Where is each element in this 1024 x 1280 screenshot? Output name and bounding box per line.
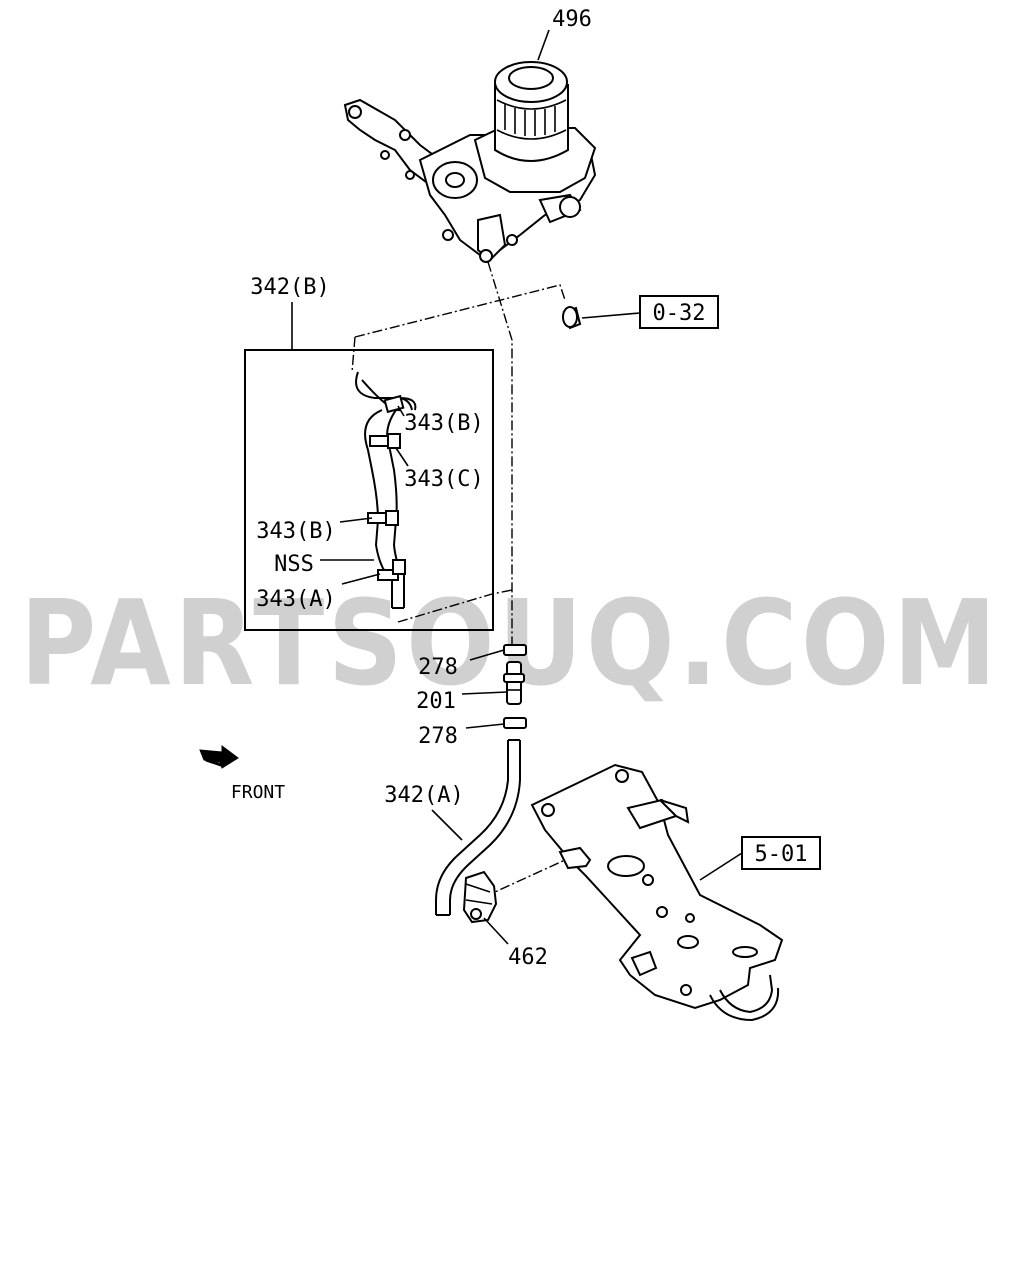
callout-342b[interactable]: 342(B) <box>250 275 329 300</box>
callout-343a[interactable]: 343(A) <box>256 587 335 612</box>
ref-5-01[interactable]: 5-01 <box>755 842 808 867</box>
washer-278-low[interactable] <box>503 717 527 729</box>
callout-343b-low[interactable]: 343(B) <box>256 519 335 544</box>
leader-496 <box>537 29 550 61</box>
callout-343b-top[interactable]: 343(B) <box>404 411 483 436</box>
washer-278-top[interactable] <box>503 644 527 656</box>
leader-343b-low <box>339 517 373 523</box>
route-line-clip <box>483 859 566 898</box>
plug-0-32[interactable] <box>562 306 582 330</box>
ref-box-0-32 <box>639 295 719 329</box>
leader-278-low <box>465 723 505 729</box>
clip-462[interactable] <box>462 870 498 924</box>
route-line-main <box>487 261 513 648</box>
ref-0-32[interactable]: 0-32 <box>653 301 706 326</box>
kit-box-342b <box>244 349 494 631</box>
leader-201 <box>461 691 508 695</box>
callout-278-top[interactable]: 278 <box>418 655 458 680</box>
callout-nss[interactable]: NSS <box>274 552 314 577</box>
callout-462[interactable]: 462 <box>508 945 548 970</box>
bolt-201[interactable] <box>503 661 525 705</box>
front-arrow-icon <box>199 745 239 769</box>
ref-box-5-01 <box>741 836 821 870</box>
leader-278-top <box>469 649 505 661</box>
callout-278-low[interactable]: 278 <box>418 724 458 749</box>
clamp-343a[interactable] <box>377 559 406 581</box>
front-label: FRONT <box>231 782 285 803</box>
route-line-hose-top <box>351 336 356 373</box>
filter-assembly-496[interactable] <box>343 61 597 263</box>
leader-342a <box>431 809 463 841</box>
pipe-342a[interactable] <box>435 739 521 916</box>
callout-496[interactable]: 496 <box>552 7 592 32</box>
leader-0-32 <box>581 312 641 319</box>
leader-5-01 <box>699 852 743 881</box>
callout-342a[interactable]: 342(A) <box>384 783 463 808</box>
callout-343c[interactable]: 343(C) <box>404 467 483 492</box>
clamp-343c[interactable] <box>369 433 401 449</box>
clamp-343b-low[interactable] <box>367 510 399 526</box>
route-line-top <box>354 284 566 338</box>
leader-343a <box>341 573 381 585</box>
callout-201[interactable]: 201 <box>416 689 456 714</box>
leader-343c <box>395 447 409 467</box>
leader-343b-top <box>397 405 405 417</box>
leader-462 <box>483 917 509 945</box>
bracket-5-01[interactable] <box>530 763 784 1022</box>
